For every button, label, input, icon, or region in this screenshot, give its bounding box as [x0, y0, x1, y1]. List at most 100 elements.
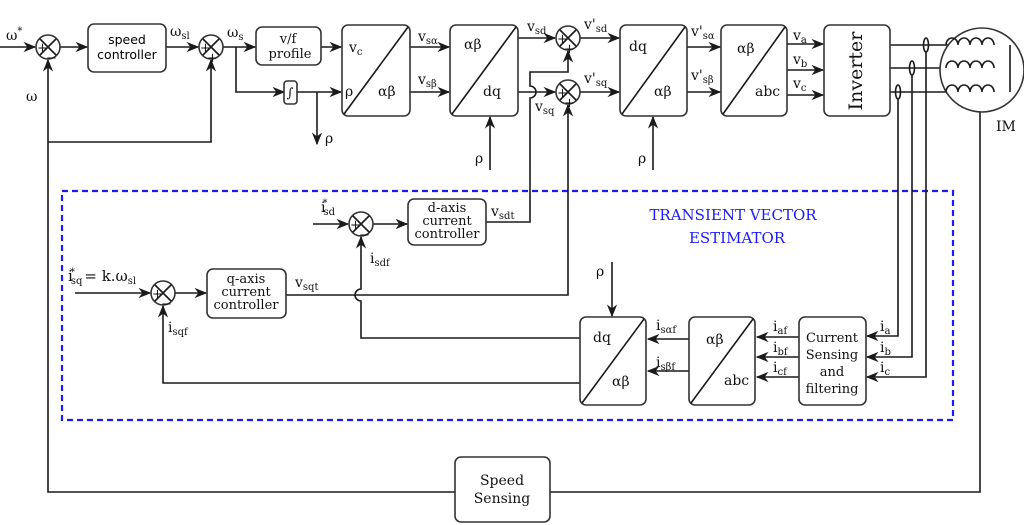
svg-text:+: + — [152, 287, 163, 302]
svg-text:q-axis: q-axis — [227, 272, 266, 287]
svg-text:abc: abc — [755, 84, 780, 100]
integrator-block: ∫ — [283, 80, 298, 105]
svg-text:αβ: αβ — [654, 84, 672, 100]
label-vsq-prime: v'sq — [583, 71, 608, 89]
svg-text:αβ: αβ — [464, 37, 482, 53]
label-omega-sl: ωsl — [170, 24, 190, 42]
svg-text:speed: speed — [108, 32, 146, 47]
svg-text:d-axis: d-axis — [428, 201, 467, 216]
svg-text:current: current — [221, 285, 271, 300]
label-vb: vb — [792, 52, 807, 70]
label-isd-ref: i*sd — [321, 198, 336, 218]
label-rho-4: ρ — [596, 264, 604, 280]
label-icf: icf — [773, 360, 788, 378]
svg-text:+: + — [564, 96, 575, 111]
sum-junction-speed: +− — [35, 34, 61, 66]
label-isaf: isαf — [656, 318, 677, 336]
label-ia: ia — [880, 319, 890, 337]
svg-text:current: current — [422, 214, 472, 229]
label-omega-s: ωs — [227, 25, 244, 43]
svg-text:−: − — [161, 297, 172, 312]
label-vsa-prime: v'sα — [690, 24, 715, 42]
label-iaf: iaf — [773, 319, 788, 337]
svg-text:αβ: αβ — [706, 332, 724, 348]
label-vc: vc — [792, 76, 807, 94]
label-ib: ib — [880, 340, 891, 358]
label-isq-ref: i*sq= k.ωsl — [68, 267, 136, 287]
svg-text:+: + — [200, 41, 211, 56]
svg-text:+: + — [37, 41, 48, 56]
svg-text:Speed: Speed — [480, 473, 524, 489]
current-sensing-block: Current Sensing and filtering — [798, 316, 867, 406]
estimator-title-1: TRANSIENT VECTOR — [649, 206, 817, 224]
label-isqf: isqf — [168, 320, 189, 338]
sum-junction-isd: +− — [348, 211, 374, 243]
svg-text:Sensing: Sensing — [474, 491, 531, 507]
svg-text:+: + — [207, 51, 218, 66]
label-ibf: ibf — [773, 340, 789, 358]
dq-to-alphabeta-block: dq αβ — [619, 24, 688, 117]
svg-text:αβ: αβ — [737, 41, 755, 57]
svg-text:−: − — [359, 228, 370, 243]
vf-profile-block: v/f profile — [255, 26, 322, 66]
svg-text:and: and — [820, 365, 844, 380]
svg-text:+: + — [557, 86, 568, 101]
speed-sensing-block: Speed Sensing — [454, 456, 551, 523]
label-omega-ref: ω* — [6, 26, 22, 44]
estimator-dq-to-alphabeta-block: dq αβ — [579, 316, 647, 406]
label-vsd: vsd — [526, 19, 547, 37]
alphabeta-to-dq-block: αβ dq — [449, 24, 519, 117]
svg-text:αβ: αβ — [378, 84, 396, 100]
sum-junction-vsq: ++ — [555, 79, 581, 111]
svg-text:dq: dq — [593, 330, 611, 346]
svg-text:controller: controller — [97, 47, 157, 62]
svg-text:∫: ∫ — [287, 86, 294, 101]
label-isbf: isβf — [656, 355, 676, 373]
estimator-alphabeta-to-abc-block: αβ abc — [688, 316, 756, 406]
svg-text:Sensing: Sensing — [806, 348, 859, 363]
label-va: va — [792, 28, 807, 46]
polar-to-alphabeta-block: vc ρ αβ — [341, 24, 411, 117]
d-axis-current-controller-block: d-axis current controller — [407, 198, 487, 246]
label-vsa: vsα — [417, 29, 438, 47]
motor-label: IM — [996, 119, 1016, 135]
label-vsd-prime: v'sd — [583, 17, 608, 35]
alphabeta-to-abc-block: αβ abc — [720, 24, 788, 117]
label-isdf: isdf — [370, 251, 391, 269]
svg-text:dq: dq — [483, 84, 501, 100]
svg-text:controller: controller — [214, 298, 280, 313]
label-rho-1: ρ — [325, 131, 333, 147]
induction-motor: IM — [939, 27, 1024, 135]
label-vsqt: vsqt — [294, 275, 318, 293]
svg-text:vc: vc — [348, 40, 363, 58]
svg-text:Current: Current — [806, 331, 859, 346]
svg-text:dq: dq — [629, 39, 647, 55]
label-omega: ω — [26, 89, 37, 105]
svg-text:αβ: αβ — [612, 374, 630, 390]
label-rho-2: ρ — [475, 151, 483, 167]
svg-text:−: − — [46, 51, 57, 66]
speed-controller-block: speed controller — [87, 23, 167, 73]
svg-text:abc: abc — [724, 373, 749, 389]
svg-text:v/f: v/f — [279, 32, 298, 47]
sum-junction-isq: +− — [150, 280, 176, 312]
svg-text:+: + — [557, 32, 568, 47]
label-vsb-prime: v'sβ — [690, 68, 714, 86]
label-rho-3: ρ — [638, 151, 646, 167]
svg-text:ρ: ρ — [345, 84, 353, 100]
svg-text:profile: profile — [269, 47, 312, 62]
label-vsb: vsβ — [417, 72, 437, 90]
label-ic: ic — [880, 360, 890, 378]
svg-text:+: + — [350, 218, 361, 233]
inverter-block: Inverter — [823, 24, 891, 117]
sum-junction-vsd: ++ — [555, 25, 581, 57]
svg-text:Inverter: Inverter — [845, 31, 867, 111]
svg-text:+: + — [564, 42, 575, 57]
label-vsq: vsq — [534, 99, 555, 117]
q-axis-current-controller-block: q-axis current controller — [206, 268, 287, 319]
svg-text:controller: controller — [415, 227, 481, 242]
estimator-region — [60, 189, 955, 422]
svg-text:filtering: filtering — [806, 382, 859, 397]
signal-labels: ω* ω ωsl ωs ρ ρ ρ ρ vsα vsβ vsd vsq v'sd… — [6, 17, 891, 378]
